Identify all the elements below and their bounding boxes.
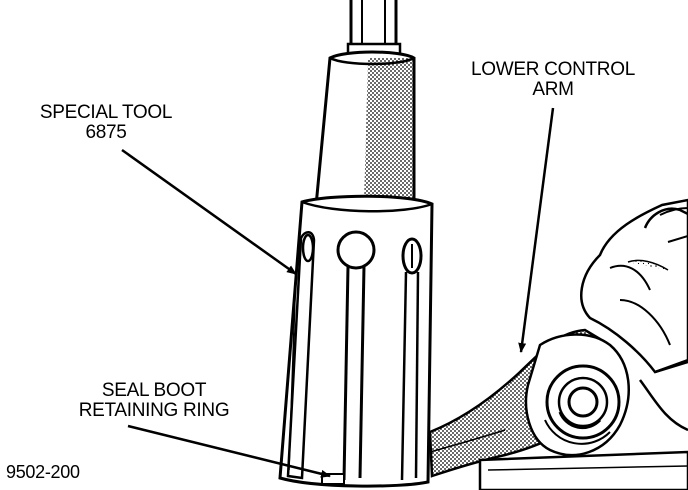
special-tool-6875: [278, 0, 434, 488]
figure-number: 9502-200: [6, 462, 80, 482]
steering-knuckle: [580, 198, 688, 432]
leader-special-tool: [121, 148, 297, 276]
callout-seal-boot-line2: RETAINING RING: [78, 400, 230, 421]
leader-lines: [121, 107, 555, 478]
leader-seal-boot: [127, 424, 331, 478]
callout-seal-boot: SEAL BOOT RETAINING RING: [74, 381, 234, 421]
callout-special-tool-line2: 6875: [85, 122, 127, 143]
callout-seal-boot-line1: SEAL BOOT: [101, 380, 207, 401]
leader-lower-control-arm: [518, 107, 555, 353]
callout-lower-control-arm-line1: LOWER CONTROL: [471, 59, 635, 80]
control-arm-bushing: [544, 364, 621, 445]
callout-lower-control-arm-line2: ARM: [532, 79, 574, 100]
callout-special-tool-line1: SPECIAL TOOL: [39, 102, 173, 123]
callout-special-tool: SPECIAL TOOL 6875: [26, 103, 186, 143]
callout-lower-control-arm: LOWER CONTROL ARM: [458, 60, 648, 100]
